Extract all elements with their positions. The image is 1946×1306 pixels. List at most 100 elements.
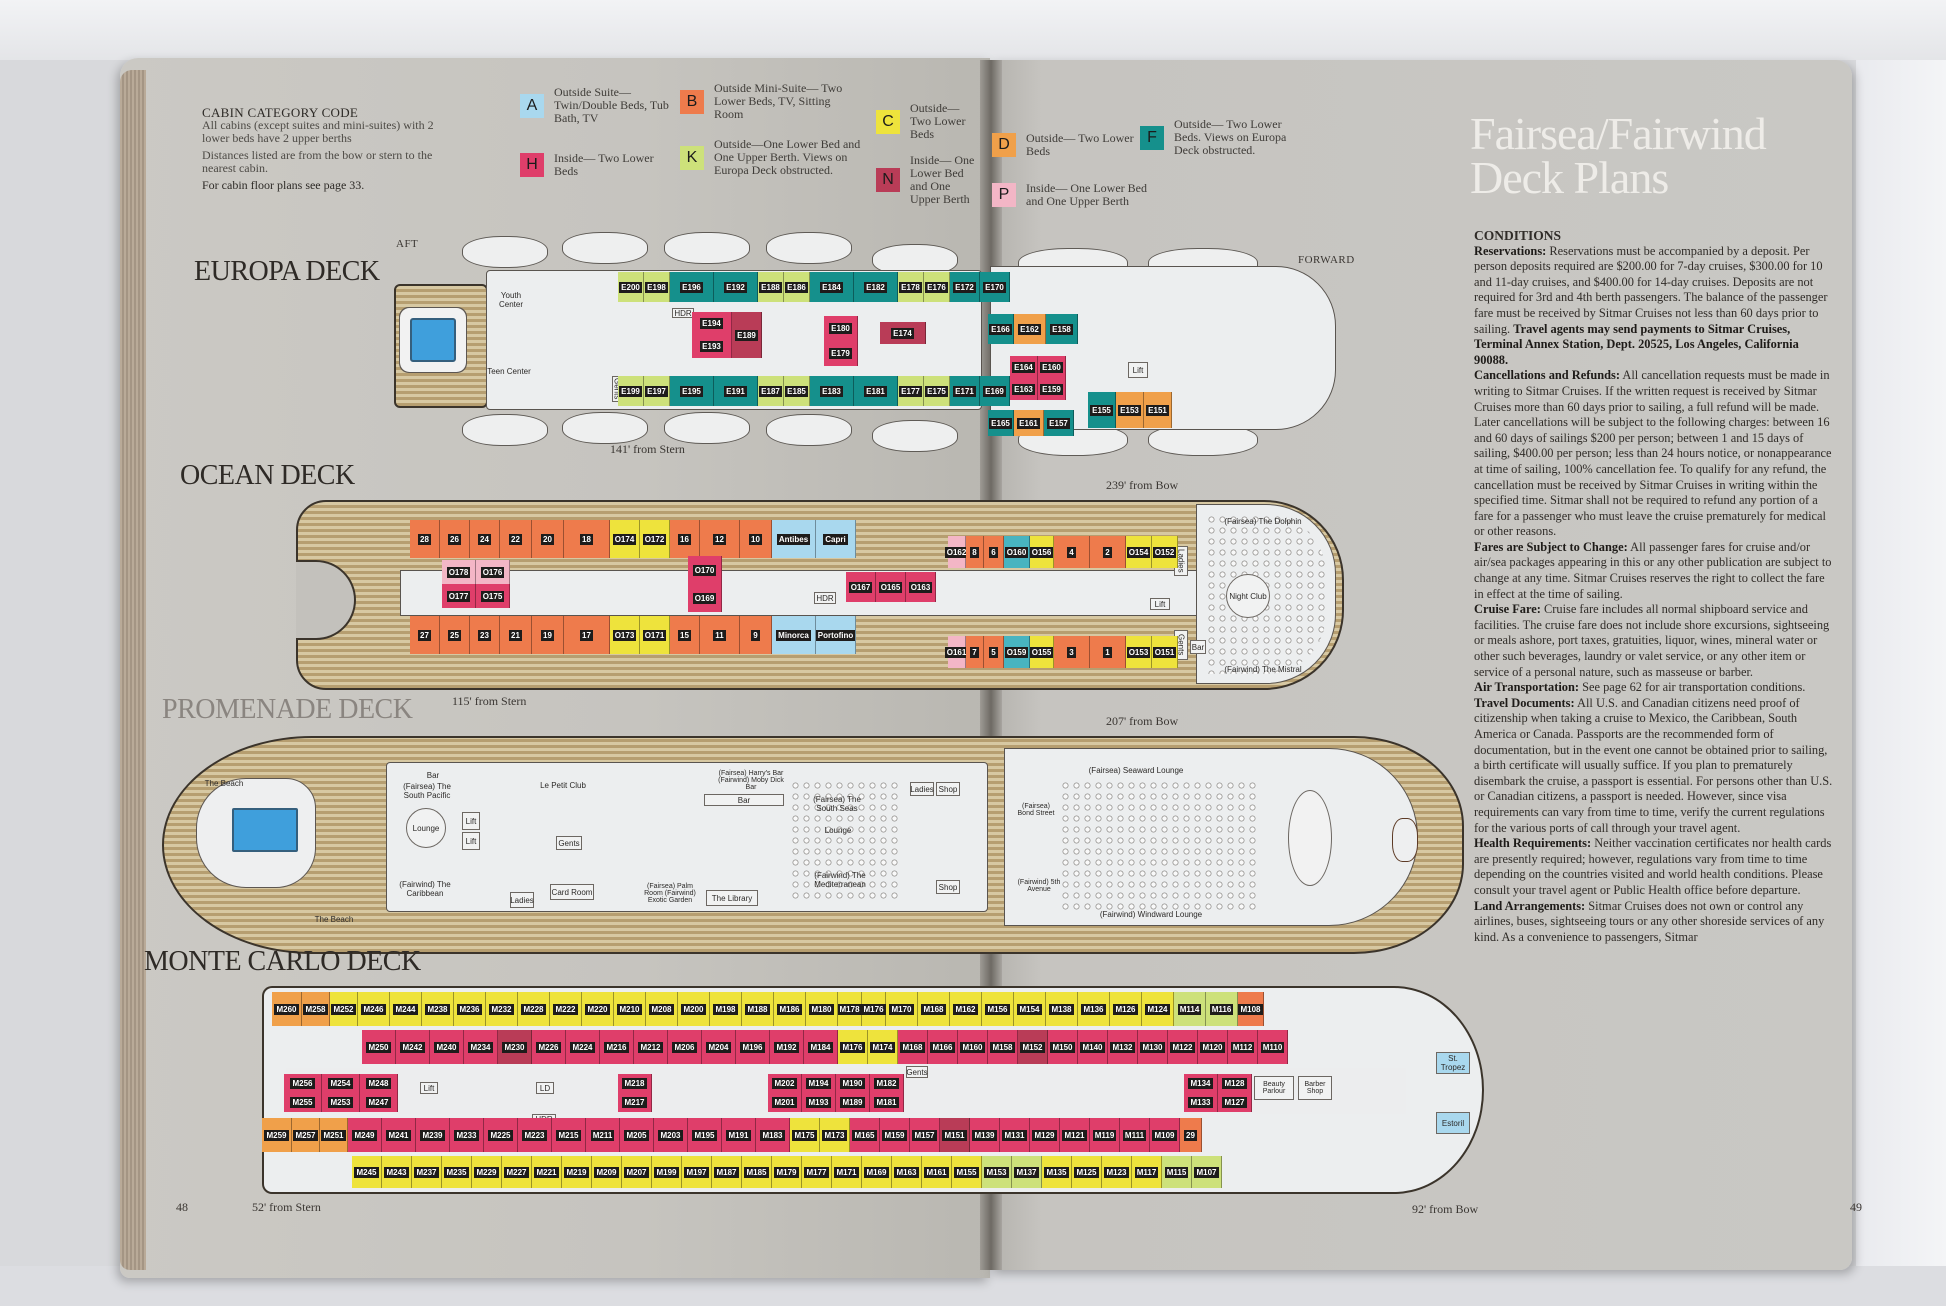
ocean-inner-cabins-mid: O170 O169 bbox=[688, 556, 722, 612]
legend-text-k: Outside—One Lower Bed and One Upper Bert… bbox=[714, 137, 861, 177]
page-number-left: 48 bbox=[176, 1200, 188, 1214]
europa-inner-cabins-4: E174 bbox=[880, 322, 926, 344]
ocean-top-cabins-fwd: O162 8 6 O160 O156 4 2 O154 O152 bbox=[944, 536, 1178, 568]
europa-dist-stern: 141' from Stern bbox=[610, 442, 685, 456]
monte-carlo-top-cabins: M260 M258 M252 M246 M244 M238 M236 M232 … bbox=[272, 992, 1264, 1026]
aft-label: AFT bbox=[396, 238, 419, 250]
category-badge-b: B bbox=[680, 89, 704, 114]
europa-top-cabins: E200 E198 E196 E192 E188 E186 E184 E182 … bbox=[618, 272, 1010, 302]
monte-carlo-inner-cabins-aft: M256 M254 M248 M255 M253 M247 bbox=[284, 1074, 398, 1112]
the-caribbean: (Fairwind) The Caribbean bbox=[399, 880, 451, 898]
legend-text-p: Inside— One Lower Bed and One Upper Bert… bbox=[1026, 181, 1147, 208]
legend-text-h: Inside— Two Lower Beds bbox=[554, 151, 654, 178]
legend-item-k: K Outside—One Lower Bed and One Upper Be… bbox=[680, 138, 870, 177]
legend-note-floorplans: For cabin floor plans see page 33. bbox=[202, 178, 365, 192]
promenade-lift-2: Lift bbox=[462, 832, 480, 850]
dance-floor bbox=[1288, 790, 1332, 886]
aft-lounge: Lounge bbox=[406, 808, 446, 848]
promenade-bar: Bar bbox=[704, 794, 784, 806]
category-badge-n: N bbox=[876, 168, 900, 192]
category-badge-f: F bbox=[1140, 125, 1164, 150]
teen-center: Teen Center bbox=[487, 366, 531, 376]
europa-lift: Lift bbox=[1128, 362, 1148, 378]
shop-2: Shop bbox=[936, 880, 960, 894]
mid-lounge: Lounge bbox=[824, 825, 852, 835]
monte-carlo-dist-stern: 52' from Stern bbox=[252, 1200, 321, 1214]
backdrop-right bbox=[1856, 60, 1946, 1306]
conditions-health: Health Requirements: Neither vaccination… bbox=[1474, 836, 1832, 897]
page-title-line-2: Deck Plans bbox=[1470, 152, 1669, 203]
lounge-seating bbox=[1060, 780, 1260, 910]
category-badge-h: H bbox=[520, 153, 544, 177]
europa-bottom-cabins: E199 E197 E195 E191 E187 E185 E183 E181 … bbox=[618, 376, 1010, 406]
category-badge-d: D bbox=[992, 133, 1016, 157]
europa-top-cabins-fwd: E166 E162 E158 bbox=[988, 314, 1078, 344]
monte-carlo-lift: Lift bbox=[420, 1082, 438, 1094]
ocean-inner-cabins-aft: O178 O176 O177 O175 bbox=[442, 560, 510, 608]
europa-bottom-cabins-fwd-2: E155 E153 E151 bbox=[1088, 392, 1172, 428]
promenade-ladies-aft: Ladies bbox=[510, 892, 534, 908]
promenade-deck-title: PROMENADE DECK bbox=[162, 694, 413, 725]
harrys-bar-moby-dick-bar: (Fairsea) Harry's Bar (Fairwind) Moby Di… bbox=[718, 769, 784, 791]
the-beach-bottom: The Beach bbox=[314, 914, 354, 924]
promenade-lift-1: Lift bbox=[462, 812, 480, 830]
conditions-air-transportation: Air Transportation: See page 62 for air … bbox=[1474, 680, 1806, 695]
legend-item-f: F Outside— Two Lower Beds. Views on Euro… bbox=[1140, 118, 1310, 157]
night-club: Night Club bbox=[1226, 574, 1270, 618]
the-south-pacific: (Fairsea) The South Pacific bbox=[403, 782, 451, 800]
ocean-dist-stern: 115' from Stern bbox=[452, 694, 527, 708]
monte-carlo-inner-cabins-center: M202 M194 M190 M182 M201 M193 M189 M181 bbox=[768, 1074, 904, 1112]
ocean-deck-title: OCEAN DECK bbox=[180, 460, 355, 491]
monte-carlo-bottom-cabins: M245 M243 M237 M235 M229 M227 M221 M219 … bbox=[352, 1156, 1222, 1188]
promenade-gents: Gents bbox=[556, 836, 582, 850]
conditions-text: CONDITIONS Reservations: Reservations mu… bbox=[1474, 228, 1834, 945]
le-petit-club: Le Petit Club bbox=[540, 780, 586, 790]
europa-hdr: HDR bbox=[672, 308, 694, 318]
legend-text-f: Outside— Two Lower Beds. Views on Europa… bbox=[1174, 117, 1287, 157]
legend-title: CABIN CATEGORY CODE bbox=[202, 105, 359, 120]
legend-text-c: Outside— Two Lower Beds bbox=[910, 101, 966, 141]
page-title-line-1: Fairsea/Fairwind bbox=[1470, 108, 1767, 159]
backdrop-top bbox=[0, 0, 1946, 60]
south-seas-seating bbox=[790, 780, 900, 900]
youth-center: Youth Center bbox=[498, 291, 523, 309]
conditions-cancellations: Cancellations and Refunds: All cancellat… bbox=[1474, 368, 1832, 539]
monte-carlo-third-cabins: M259 M257 M251 M249 M241 M239 M233 M225 … bbox=[262, 1118, 1202, 1152]
legend-intro: CABIN CATEGORY CODE All cabins (except s… bbox=[202, 106, 442, 192]
category-badge-p: P bbox=[992, 183, 1016, 207]
forward-label: FORWARD bbox=[1298, 254, 1355, 266]
europa-inner-cabins-2: E193 bbox=[692, 335, 732, 358]
conditions-fares: Fares are Subject to Change: All passeng… bbox=[1474, 539, 1832, 601]
conditions-cruise-fare: Cruise Fare: Cruise fare includes all no… bbox=[1474, 602, 1830, 679]
conditions-reservations: Reservations: Reservations must be accom… bbox=[1474, 243, 1828, 367]
windward-lounge: (Fairwind) Windward Lounge bbox=[1099, 909, 1203, 919]
promenade-ladies-mid: Ladies bbox=[910, 782, 934, 796]
seaward-lounge: (Fairsea) Seaward Lounge bbox=[1088, 765, 1184, 775]
fifth-avenue: (Fairwind) 5th Avenue bbox=[1017, 879, 1061, 893]
europa-inner-cabins-1: E194 E189 bbox=[692, 312, 762, 358]
st-tropez-suite: St. Tropez bbox=[1436, 1052, 1470, 1074]
monte-carlo-gents: Gents bbox=[906, 1066, 928, 1078]
europa-deck-title: EUROPA DECK bbox=[194, 256, 380, 287]
palm-room-exotic-garden: (Fairsea) Palm Room (Fairwind) Exotic Ga… bbox=[644, 882, 696, 904]
legend-text-a: Outside Suite— Twin/Double Beds, Tub Bat… bbox=[554, 85, 669, 125]
legend-text-n: Inside— One Lower Bed and One Upper Bert… bbox=[910, 153, 975, 206]
legend-note-berths: All cabins (except suites and mini-suite… bbox=[202, 118, 434, 145]
category-badge-c: C bbox=[876, 109, 900, 134]
europa-bottom-cabins-fwd: E165 E161 E157 bbox=[988, 410, 1074, 436]
legend-text-b: Outside Mini-Suite— Two Lower Beds, TV, … bbox=[714, 81, 843, 121]
legend-item-h: H Inside— Two Lower Beds bbox=[520, 152, 670, 178]
beauty-parlour: Beauty Parlour bbox=[1254, 1076, 1294, 1100]
monte-carlo-second-cabins: M250 M242 M240 M234 M230 M226 M224 M216 … bbox=[362, 1030, 1288, 1064]
europa-inner-cabins-3: E180 E179 bbox=[824, 316, 858, 366]
legend-item-d: D Outside— Two Lower Beds bbox=[992, 132, 1142, 158]
barber-shop: Barber Shop bbox=[1298, 1076, 1332, 1100]
conditions-land-arrangements: Land Arrangements: Sitmar Cruises does n… bbox=[1474, 898, 1825, 944]
legend-item-p: P Inside— One Lower Bed and One Upper Be… bbox=[992, 182, 1152, 208]
page-title: Fairsea/Fairwind Deck Plans bbox=[1470, 108, 1850, 203]
ocean-bottom-cabins-fwd: O161 7 5 O159 O155 3 1 O153 O151 bbox=[944, 636, 1178, 668]
monte-carlo-deck-title: MONTE CARLO DECK bbox=[144, 946, 421, 977]
category-badge-a: A bbox=[520, 93, 544, 118]
europa-inner-cabins-5: E164 E160 E163 E159 bbox=[1010, 356, 1066, 400]
legend-item-c: C Outside— Two Lower Beds bbox=[876, 102, 976, 141]
